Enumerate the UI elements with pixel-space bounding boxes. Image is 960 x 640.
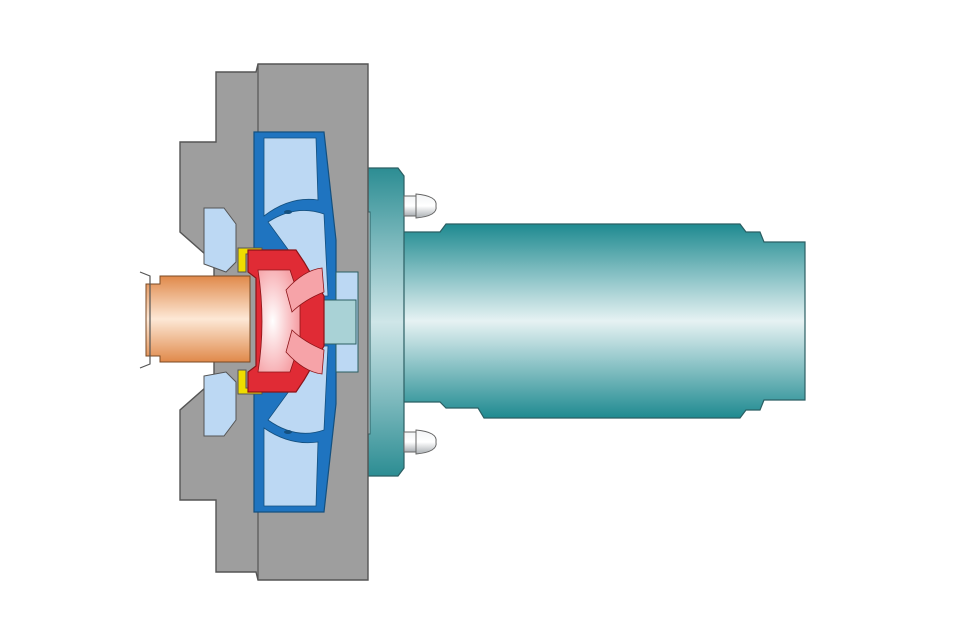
impeller-vane-bottom [285,329,325,375]
suction-cavity-top [203,207,237,273]
motor-flange [367,167,405,477]
bolt-icon [403,429,437,455]
impeller-vane-top [285,267,325,313]
suction-pipe-lip [139,271,151,369]
volute-passage-top [263,137,319,217]
bolt-icon [403,193,437,219]
suction-cavity-bottom [203,371,237,437]
volute-passage-bottom [263,427,319,507]
suction-pipe [145,275,251,363]
motor-body [397,223,806,419]
